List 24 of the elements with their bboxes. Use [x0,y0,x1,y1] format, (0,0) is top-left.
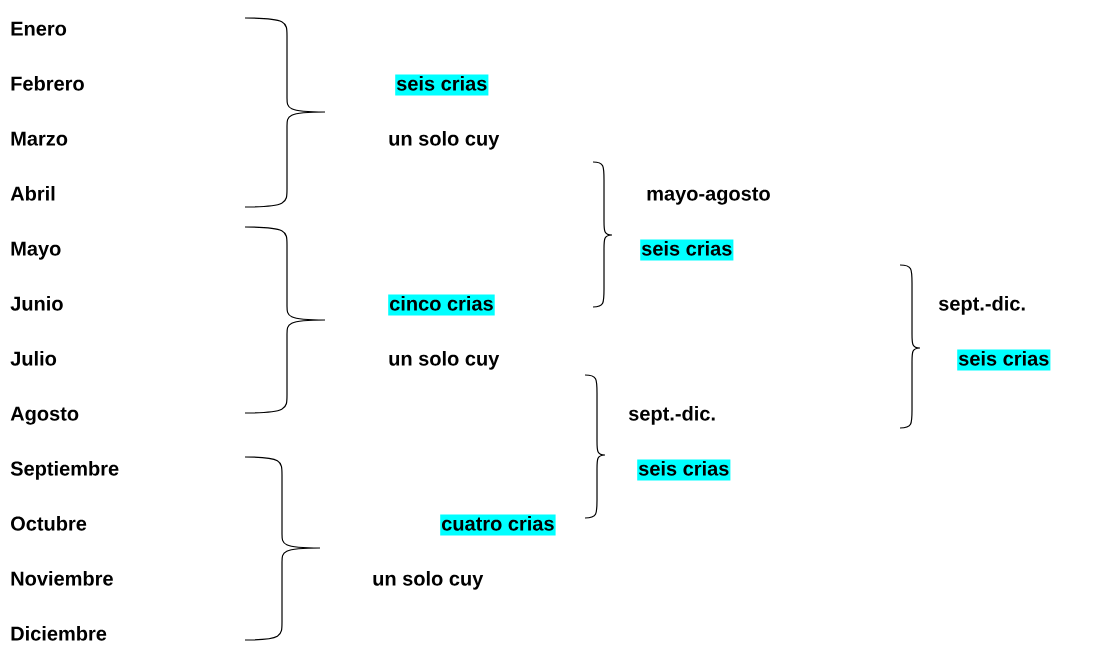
highlighted-text: seis crias [395,74,489,96]
highlighted-text: cuatro crias [440,514,556,536]
text-label: Noviembre [11,571,113,586]
text-label: Septiembre [10,461,119,480]
text-label: Febrero [11,76,84,91]
text-label: Junio [10,296,63,311]
text-label: un solo cuy [373,571,484,590]
text-label: sept.-dic. [628,406,715,425]
text-label: Agosto [10,406,79,425]
text-label: Marzo [11,131,68,146]
text-label: mayo-agosto [647,187,770,205]
text-label: Octubre [11,516,87,531]
highlighted-text: seis crias [640,239,734,261]
highlighted-text: seis crias [957,349,1051,371]
text-label: Julio [10,351,57,366]
text-label: sept.-dic. [938,296,1025,315]
text-label: Abril [10,186,55,201]
text-label: Mayo [11,241,61,260]
highlighted-text: cinco crias [388,294,495,316]
highlighted-text: seis crias [637,459,731,481]
text-label: Diciembre [11,626,107,641]
text-label: Enero [11,21,67,36]
text-label: un solo cuy [389,351,500,370]
text-label: un solo cuy [389,131,500,150]
